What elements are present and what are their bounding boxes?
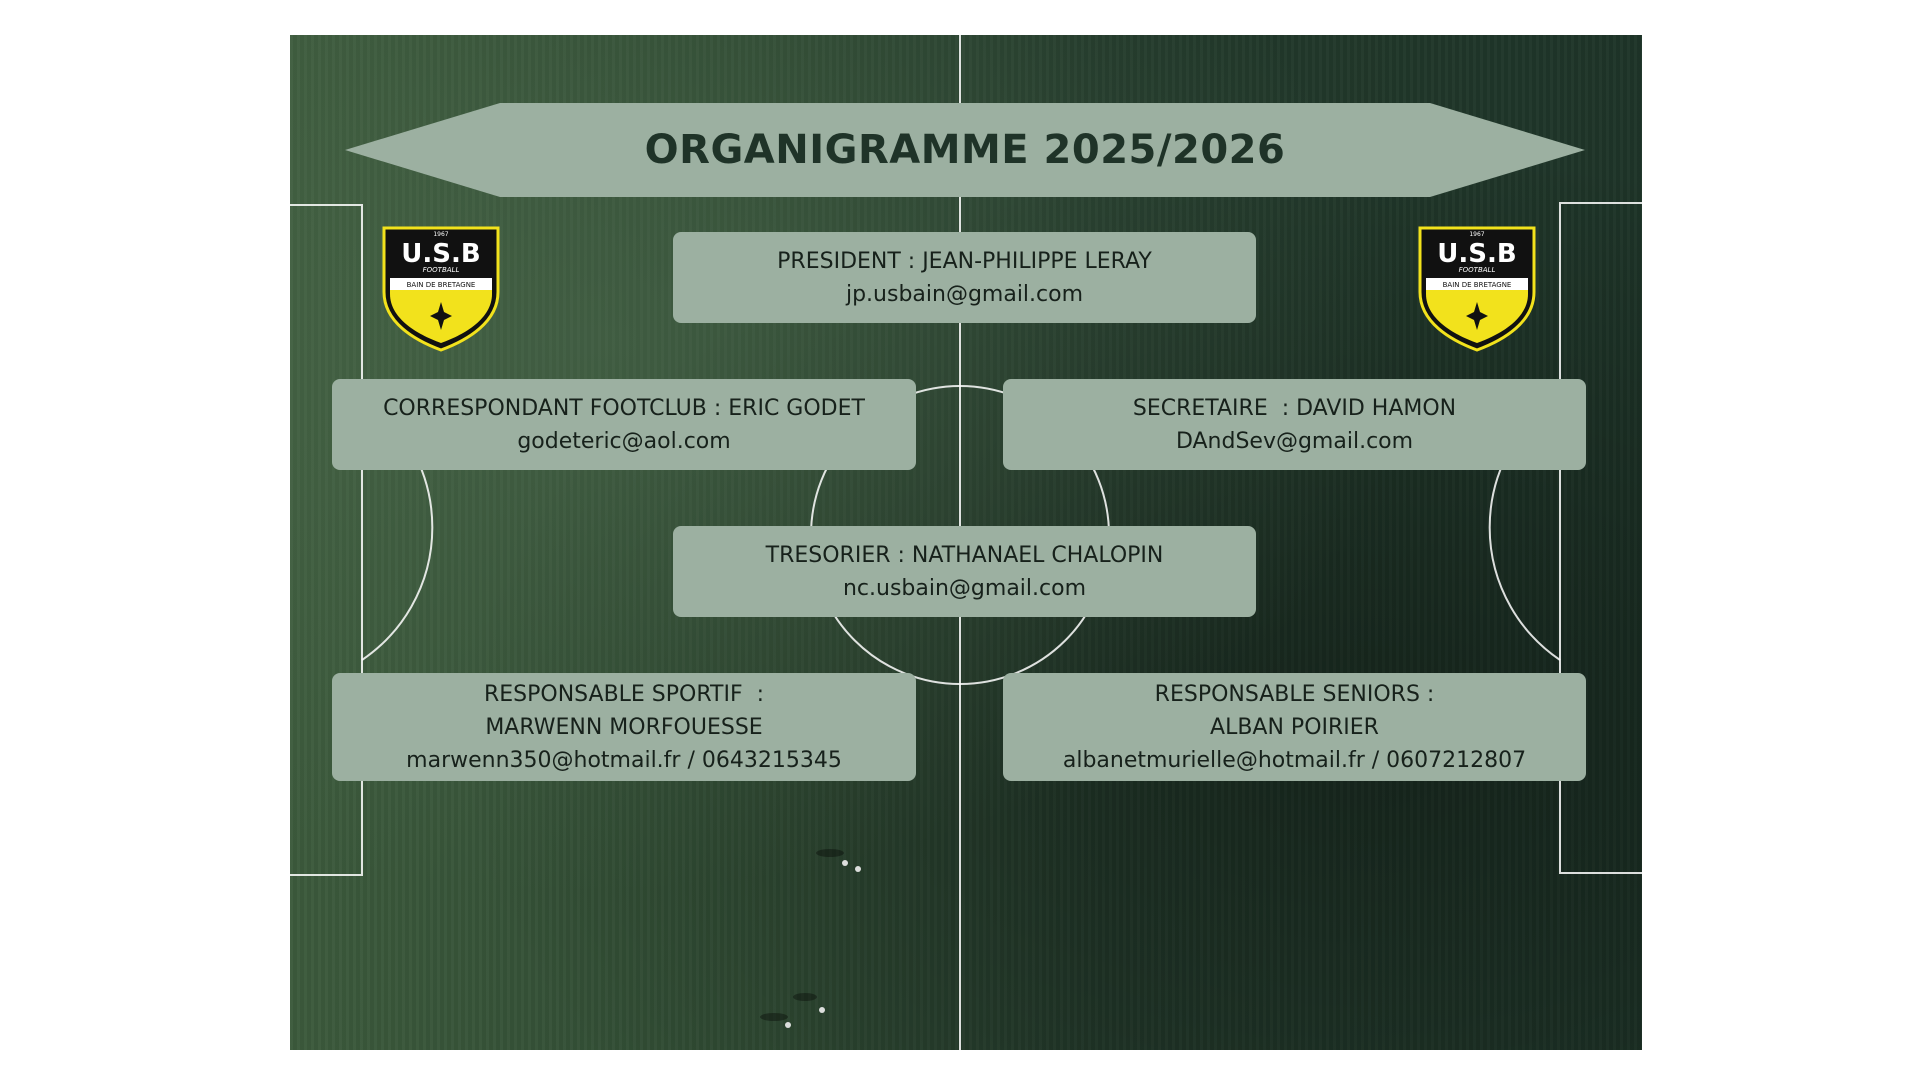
role-email: jp.usbain@gmail.com	[845, 281, 1084, 307]
role-box-president: PRESIDENT : JEAN-PHILIPPE LERAY jp.usbai…	[673, 232, 1256, 323]
role-box-responsable-sportif: RESPONSABLE SPORTIF : MARWENN MORFOUESSE…	[332, 673, 916, 781]
banner-arrow-shape	[345, 103, 1585, 197]
title-banner: ORGANIGRAMME 2025/2026	[345, 103, 1585, 197]
role-person: MARWENN MORFOUESSE	[485, 714, 763, 740]
club-logo-right: 1967 U.S.B FOOTBALL BAIN DE BRETAGNE	[1414, 222, 1540, 352]
role-title: RESPONSABLE SPORTIF :	[483, 681, 765, 707]
usb-crest-icon: 1967 U.S.B FOOTBALL BAIN DE BRETAGNE	[382, 226, 500, 352]
players	[785, 860, 861, 1028]
role-title: PRESIDENT : JEAN-PHILIPPE LERAY	[777, 248, 1152, 274]
role-title: TRESORIER : NATHANAEL CHALOPIN	[765, 542, 1164, 568]
svg-text:BAIN DE BRETAGNE: BAIN DE BRETAGNE	[407, 281, 476, 289]
role-box-footclub: CORRESPONDANT FOOTCLUB : ERIC GODET gode…	[332, 379, 916, 470]
club-logo-left: 1967 U.S.B FOOTBALL BAIN DE BRETAGNE	[378, 222, 504, 352]
role-title: RESPONSABLE SENIORS :	[1154, 681, 1435, 707]
role-box-responsable-seniors: RESPONSABLE SENIORS : ALBAN POIRIER alba…	[1003, 673, 1586, 781]
role-email: DAndSev@gmail.com	[1175, 428, 1414, 454]
role-title: CORRESPONDANT FOOTCLUB : ERIC GODET	[383, 395, 865, 421]
page-title: ORGANIGRAMME 2025/2026	[644, 127, 1286, 173]
role-box-secretaire: SECRETAIRE : DAVID HAMON DAndSev@gmail.c…	[1003, 379, 1586, 470]
role-person: ALBAN POIRIER	[1210, 714, 1379, 740]
right-penalty-box	[1559, 202, 1642, 874]
svg-text:1967: 1967	[1469, 231, 1484, 238]
role-box-tresorier: TRESORIER : NATHANAEL CHALOPIN nc.usbain…	[673, 526, 1256, 617]
role-email: godeteric@aol.com	[517, 428, 731, 454]
left-penalty-box	[290, 204, 363, 876]
role-title: SECRETAIRE : DAVID HAMON	[1132, 395, 1457, 421]
svg-text:BAIN DE BRETAGNE: BAIN DE BRETAGNE	[1443, 281, 1512, 289]
role-contact: albanetmurielle@hotmail.fr / 0607212807	[1062, 747, 1527, 773]
svg-text:U.S.B: U.S.B	[401, 239, 480, 269]
svg-text:1967: 1967	[433, 231, 448, 238]
role-email: nc.usbain@gmail.com	[842, 575, 1087, 601]
usb-crest-icon: 1967 U.S.B FOOTBALL BAIN DE BRETAGNE	[1418, 226, 1536, 352]
svg-text:FOOTBALL: FOOTBALL	[1459, 266, 1496, 274]
svg-text:U.S.B: U.S.B	[1437, 239, 1516, 269]
role-contact: marwenn350@hotmail.fr / 0643215345	[406, 747, 842, 773]
svg-text:FOOTBALL: FOOTBALL	[423, 266, 460, 274]
